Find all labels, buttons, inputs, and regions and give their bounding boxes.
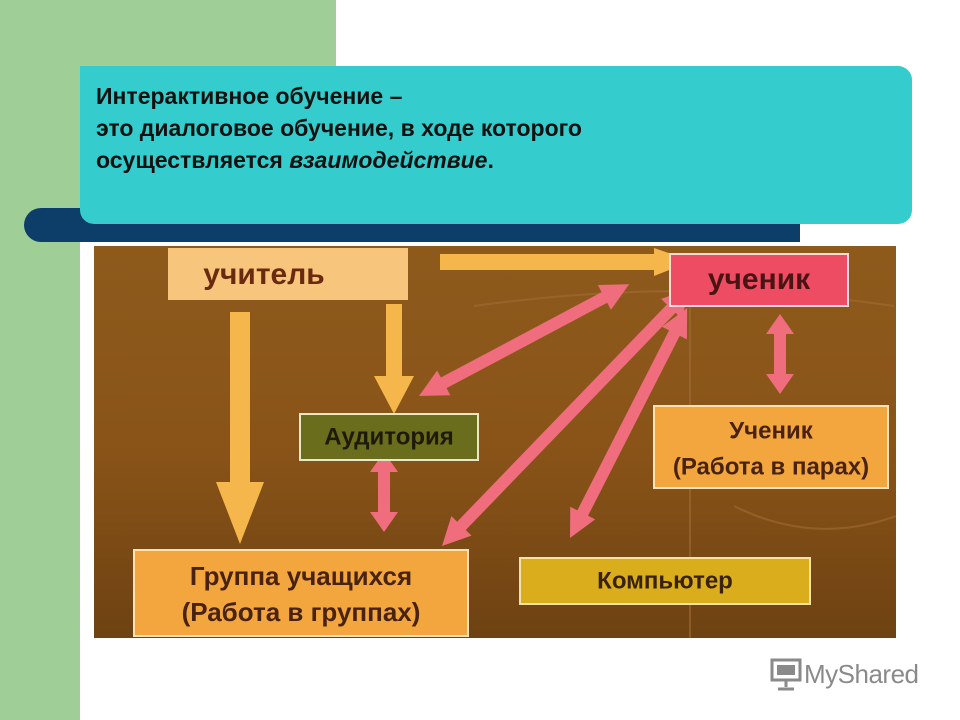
computer-box: Компьютер (519, 557, 811, 605)
title-line-3: осуществляется взаимодействие. (96, 144, 896, 176)
arrow-teacher-to-audience (374, 304, 414, 414)
presentation-board-icon (770, 658, 802, 691)
interaction-diagram: учитель ученик Аудитория Ученик (Работа … (94, 246, 896, 638)
arrow-student-audience (419, 284, 630, 396)
teacher-label: учитель (203, 258, 324, 291)
myshared-logo: MyShared (768, 654, 919, 694)
sidebar-green-top (80, 0, 336, 66)
audience-box: Аудитория (299, 413, 479, 461)
group-work-box: Группа учащихся (Работа в группах) (133, 549, 469, 637)
logo-text: MyShared (804, 658, 919, 689)
arrow-student-computer (570, 308, 688, 538)
title-line-3-italic: взаимодействие (289, 147, 488, 173)
student-box: ученик (669, 253, 849, 307)
sidebar-green-strip (0, 0, 80, 720)
title-line-1: Интерактивное обучение – (96, 83, 403, 109)
group-work-line-2: (Работа в группах) (182, 597, 421, 627)
student-label: ученик (708, 263, 811, 296)
teacher-box: учитель (168, 248, 408, 300)
pair-work-box: Ученик (Работа в парах) (653, 405, 889, 489)
pair-work-line-2: (Работа в парах) (673, 453, 869, 480)
title-box: Интерактивное обучение – это диалоговое … (80, 66, 912, 224)
title-line-2: это диалоговое обучение, в ходе которого (96, 115, 582, 141)
title-line-3-plain: осуществляется (96, 147, 290, 173)
arrow-student-pair (766, 314, 794, 394)
pair-work-line-1: Ученик (729, 417, 813, 444)
arrow-teacher-to-student (440, 248, 692, 276)
arrow-teacher-to-group (216, 312, 264, 544)
computer-label: Компьютер (597, 567, 733, 594)
title-line-3-end: . (487, 147, 494, 173)
audience-label: Аудитория (324, 423, 454, 450)
group-work-line-1: Группа учащихся (190, 561, 412, 591)
arrow-audience-group (370, 452, 398, 532)
arrow-student-group (442, 288, 691, 546)
